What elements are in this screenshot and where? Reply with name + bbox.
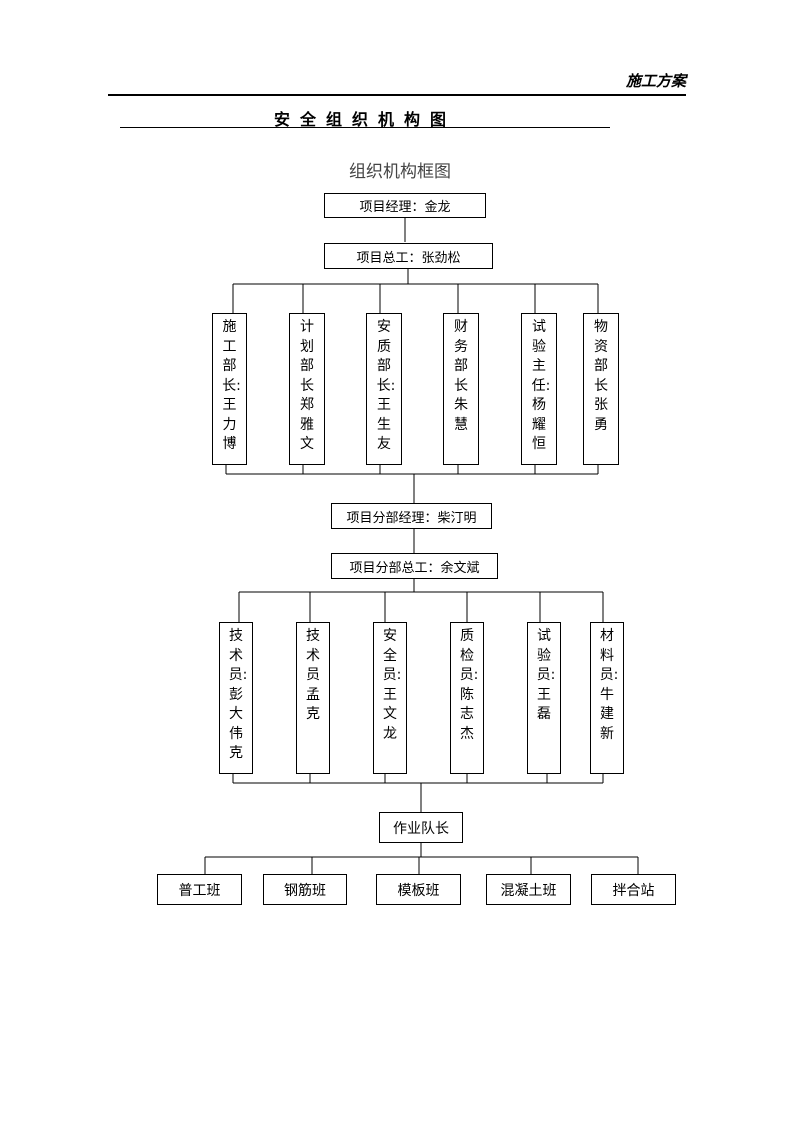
- team-box: 钢筋班: [263, 874, 347, 905]
- department-label: 物资部长张 勇: [594, 319, 608, 433]
- department-box: 财务部长朱 慧: [443, 313, 479, 465]
- staff-label: 技术员孟 克: [306, 628, 320, 722]
- team-box: 模板班: [376, 874, 461, 905]
- staff-box: 安全员:王文龙: [373, 622, 407, 774]
- department-label: 试验主任:杨耀恒: [531, 319, 551, 452]
- staff-label: 材料员:牛建新: [599, 628, 619, 742]
- team-box: 普工班: [157, 874, 242, 905]
- staff-box: 技术员:彭大伟 克: [219, 622, 253, 774]
- project-manager-box: 项目经理：金龙: [324, 193, 486, 218]
- staff-label: 质检员:陈志杰: [459, 628, 479, 742]
- sub-manager-box: 项目分部经理：柴汀明: [331, 503, 492, 529]
- department-box: 物资部长张 勇: [583, 313, 619, 465]
- department-box: 计划部长郑雅文: [289, 313, 325, 465]
- team-box: 混凝土班: [486, 874, 571, 905]
- page-title: 安全组织机构图: [273, 110, 456, 129]
- department-label: 财务部长朱 慧: [454, 319, 468, 433]
- staff-box: 技术员孟 克: [296, 622, 330, 774]
- staff-label: 安全员:王文龙: [382, 628, 402, 742]
- department-label: 计划部长郑雅文: [300, 319, 314, 452]
- header-rule: [108, 94, 686, 96]
- department-box: 安质部长:王生友: [366, 313, 402, 465]
- department-box: 试验主任:杨耀恒: [521, 313, 557, 465]
- staff-box: 材料员:牛建新: [590, 622, 624, 774]
- department-label: 施工部长:王力博: [222, 319, 241, 452]
- chief-engineer-box: 项目总工：张劲松: [324, 243, 493, 269]
- chart-title: 组织机构框图: [349, 162, 451, 182]
- staff-label: 技术员:彭大伟 克: [228, 628, 248, 761]
- department-label: 安质部长:王生友: [376, 319, 396, 452]
- team-box: 拌合站: [591, 874, 676, 905]
- document-type-label: 施工方案: [625, 72, 686, 90]
- department-box: 施工部长:王力博: [212, 313, 247, 465]
- staff-box: 试验员:王 磊: [527, 622, 561, 774]
- sub-chief-engineer-box: 项目分部总工：余文斌: [331, 553, 498, 579]
- staff-label: 试验员:王 磊: [536, 628, 556, 722]
- title-rule: [120, 127, 610, 128]
- team-leader-box: 作业队长: [379, 812, 463, 843]
- staff-box: 质检员:陈志杰: [450, 622, 484, 774]
